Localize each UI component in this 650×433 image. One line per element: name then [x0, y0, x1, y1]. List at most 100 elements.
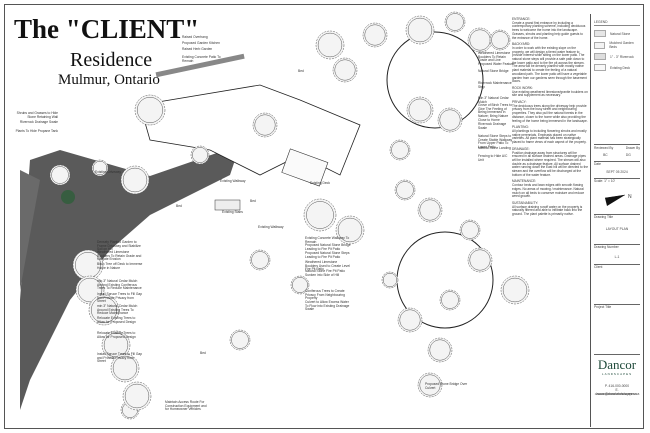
tree-symbol — [249, 249, 271, 271]
note-heading: Drainage: — [512, 146, 530, 151]
contact-web: www.dancorlandscapes.ca — [597, 392, 637, 396]
plan-annotation: Shrubs and Grasses to Hide Stone Retaini… — [16, 111, 58, 119]
plan-annotation: Riverrock Maintenance Strip — [478, 81, 512, 89]
note-text: Use existing weathered limestone/granite… — [512, 89, 588, 98]
plan-annotation: Weathered Limestone Boulders Used to Cre… — [305, 260, 350, 272]
plan-annotation: Coniferous Trees to Create Privacy From … — [305, 289, 345, 301]
tree-symbol — [419, 199, 441, 221]
tree-symbol — [491, 31, 509, 49]
note-text: Contour beds and lawn edges with smooth … — [512, 183, 585, 199]
drawing-number-label: Drawing Number — [594, 245, 619, 249]
tree-symbol — [417, 197, 443, 223]
plan-annotation: Weathered Limestone Boulders To Retain G… — [97, 250, 142, 262]
drawn-by: DG — [625, 153, 631, 157]
plan-annotation: Existing Walkway — [258, 225, 284, 229]
tree-symbol — [112, 355, 138, 381]
plan-annotation: Relocate Existing Trees to Allow for Pro… — [97, 316, 136, 324]
reviewed-by: BC — [603, 153, 608, 157]
tree-symbol — [429, 339, 451, 361]
legend-title: LEGEND — [594, 20, 640, 26]
tree-symbol — [122, 381, 152, 411]
plan-annotation: Raised Herb Garden — [182, 47, 213, 51]
reviewed-by-label: Reviewed By — [594, 146, 614, 150]
tree-symbol — [427, 337, 453, 363]
plan-annotation: Natural Stone Fire Pit Patio Sunken into… — [305, 269, 345, 277]
legend-swatch — [594, 64, 606, 71]
north-label: N — [628, 194, 632, 200]
plan-annotation: Densely Planted Garden to Frame Driveway… — [97, 240, 141, 252]
note-section: Backyard:In order to work with the exist… — [512, 42, 588, 84]
tree-symbol — [337, 217, 363, 243]
tree-symbol — [72, 249, 104, 281]
tree-symbol — [394, 179, 416, 201]
tree-symbol — [254, 114, 276, 136]
note-section: Planting:All plantings to including flow… — [512, 125, 588, 145]
plan-annotation: Natural Stone Steps to Create Stable Wal… — [478, 134, 513, 150]
tree-symbol — [439, 289, 461, 311]
legend-swatch — [594, 53, 606, 60]
title-line3: Mulmur, Ontario — [58, 72, 160, 88]
note-section: Entrance:Create a grand first entrance b… — [512, 17, 588, 40]
tree-symbol — [317, 32, 343, 58]
legend-label: Natural Stone — [610, 31, 631, 36]
tree-symbol — [408, 98, 432, 122]
legend-swatch — [594, 30, 606, 37]
tree-symbol — [444, 11, 466, 33]
tree-symbol — [397, 307, 423, 333]
tree-symbol — [469, 249, 491, 271]
north-arrow-icon — [604, 194, 626, 206]
drawing-title: LAYOUT PLAN — [605, 227, 629, 231]
plan-annotation: min 3" Natural Cedar Mulch Around Existi… — [97, 279, 142, 291]
plan-annotation: Plants To Hide Propane Tank — [15, 129, 58, 133]
tree-symbol — [459, 219, 481, 241]
tree-symbol — [441, 291, 459, 309]
client-label: Client — [594, 265, 603, 269]
tree-symbol — [292, 277, 308, 293]
tree-symbol — [231, 331, 249, 349]
tree-symbol — [407, 17, 433, 43]
legend-label: Existing Deck — [610, 65, 630, 70]
tree-symbol — [500, 275, 530, 305]
tree-symbol — [467, 247, 493, 273]
date-label: Date — [594, 162, 601, 166]
tree-symbol — [192, 147, 208, 163]
plan-annotation: Fencing to Hide A/C Unit — [478, 154, 508, 162]
plan-annotation: Maintain Access Route For Construction E… — [165, 400, 207, 412]
drawn-by-label: Drawn By — [625, 146, 640, 150]
raised-overhang — [155, 53, 245, 78]
legend-item: Mulched Garden Beds — [594, 41, 640, 49]
contact-email: E. dancor@dancorlandscapes.ca — [594, 388, 640, 396]
plan-annotation: Culvert to Allow Excess Water To Flow in… — [305, 300, 350, 312]
title-line2: Residence — [70, 49, 153, 71]
legend-item: 1" - 3" Riverrock — [594, 53, 640, 60]
tree-symbol — [334, 59, 356, 81]
tree-symbol — [406, 96, 434, 124]
note-section: Rock Work:Use existing weathered limesto… — [512, 86, 588, 98]
tree-symbol — [110, 353, 140, 383]
tree-symbol — [315, 30, 345, 60]
drawing-frame — [4, 4, 644, 429]
tree-symbol — [405, 15, 435, 45]
plan-annotation: Raised Overhang — [182, 35, 208, 39]
tree-symbol — [419, 374, 441, 396]
plan-annotation: Existing Walkway — [220, 179, 246, 183]
existing-stairs — [214, 199, 241, 211]
tree-symbol — [389, 139, 411, 161]
tree-symbol — [391, 141, 409, 159]
note-section: Privacy:The deciduous trees along the dr… — [512, 100, 588, 123]
note-heading: Planting: — [512, 125, 529, 130]
tree-symbol — [364, 24, 386, 46]
project-title-label: Project Title — [594, 305, 612, 309]
tree-symbol — [439, 109, 461, 131]
tree-symbol — [290, 275, 310, 295]
plan-annotation: Riverrock Drainage Swale — [19, 120, 58, 124]
note-text: The deciduous trees along the driveway h… — [512, 103, 588, 123]
accent-shrub — [61, 190, 75, 204]
legend-label: Mulched Garden Beds — [609, 41, 634, 49]
tree-symbol — [489, 29, 511, 51]
plan-annotation: Existing Driveway — [95, 170, 122, 174]
plan-annotation: Install Spruce Trees to Fill Gap and Pro… — [97, 352, 143, 364]
tree-symbol — [399, 309, 421, 331]
note-section: Drainage:Position drainage away from str… — [512, 146, 588, 178]
